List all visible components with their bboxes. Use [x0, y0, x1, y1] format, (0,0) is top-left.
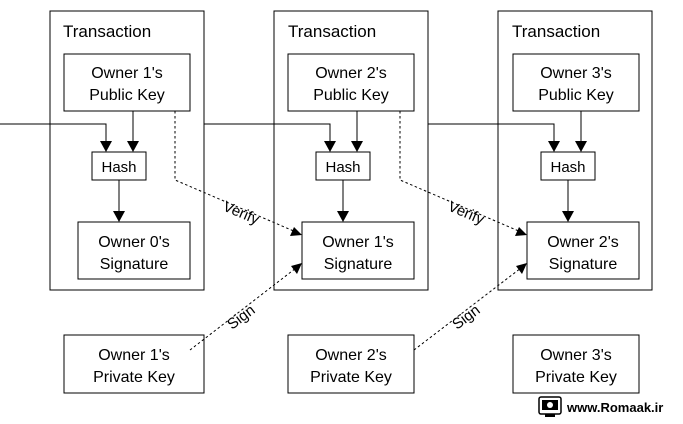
computer-icon — [538, 396, 562, 417]
watermark-text: www.Romaak.ir — [566, 400, 663, 415]
private-key-2-line-2: Private Key — [310, 369, 392, 386]
private-key-1-line-1: Owner 1's — [98, 347, 170, 364]
transaction-3-signature-line-2: Signature — [549, 256, 618, 273]
transaction-2-public-key-box — [287, 53, 415, 112]
arrowhead-sign-1 — [291, 263, 302, 274]
arrowhead-sign-2 — [516, 263, 527, 274]
chain-line-into-hash-2 — [204, 123, 331, 147]
hash-chain-lines — [0, 111, 587, 222]
transaction-3-title: Transaction — [512, 22, 600, 41]
sign-label-2: Sign — [449, 302, 483, 334]
transaction-1: Transaction Owner 1's Public Key Hash Ow… — [49, 10, 205, 291]
watermark: www.Romaak.ir — [538, 396, 663, 417]
arrowhead-hash-2-signature-1 — [337, 211, 349, 222]
chain-line-into-hash-3 — [428, 123, 555, 147]
private-key-3-line-2: Private Key — [535, 369, 617, 386]
transaction-2-signature-line-2: Signature — [324, 256, 393, 273]
private-key-1-box — [63, 334, 205, 394]
transaction-1-hash-label: Hash — [101, 159, 136, 176]
arrowhead-hash-1-signature-0 — [113, 211, 125, 222]
transaction-2-hash-label: Hash — [325, 159, 360, 176]
transaction-2-title: Transaction — [288, 22, 376, 41]
transaction-3: Transaction Owner 3's Public Key Hash Ow… — [497, 10, 653, 291]
transaction-1-public-key-box — [63, 53, 191, 112]
arrowhead-chain-hash-2 — [324, 141, 336, 152]
arrowhead-chain-hash-1 — [100, 141, 112, 152]
verify-lines: Verify Verify — [174, 111, 527, 236]
transaction-3-hash-box — [540, 151, 596, 181]
chain-line-into-hash-1 — [0, 123, 107, 147]
private-key-3-line-1: Owner 3's — [540, 347, 612, 364]
arrowhead-chain-hash-3 — [548, 141, 560, 152]
private-key-3-box — [512, 334, 640, 394]
transaction-2-public-key-line-1: Owner 2's — [315, 65, 387, 82]
sign-label-1: Sign — [224, 302, 258, 334]
transaction-1-public-key-line-1: Owner 1's — [91, 65, 163, 82]
arrowhead-hash-3-signature-2 — [562, 211, 574, 222]
arrowhead-verify-2 — [515, 227, 527, 236]
verify-label-1: Verify — [220, 198, 262, 229]
transaction-1-signature-line-1: Owner 0's — [98, 234, 170, 251]
private-key-1: Owner 1's Private Key — [63, 334, 205, 394]
private-key-2: Owner 2's Private Key — [287, 334, 415, 394]
private-key-2-line-1: Owner 2's — [315, 347, 387, 364]
verify-line-2 — [399, 111, 522, 233]
arrowhead-verify-1 — [290, 227, 302, 236]
verify-line-1 — [174, 111, 297, 233]
transaction-1-title: Transaction — [63, 22, 151, 41]
transaction-1-public-key-line-2: Public Key — [89, 87, 165, 104]
sign-line-2 — [413, 267, 522, 351]
private-key-1-line-2: Private Key — [93, 369, 175, 386]
arrowhead-pubkey-2-hash-2 — [351, 141, 363, 152]
transaction-3-public-key-box — [512, 53, 640, 112]
verify-label-2: Verify — [445, 198, 487, 229]
sign-line-1 — [189, 267, 297, 351]
private-key-3: Owner 3's Private Key — [512, 334, 640, 394]
transaction-2-signature-box — [301, 221, 415, 280]
transaction-3-signature-line-1: Owner 2's — [547, 234, 619, 251]
transaction-2-signature-line-1: Owner 1's — [322, 234, 394, 251]
arrowhead-pubkey-1-hash-1 — [127, 141, 139, 152]
private-key-2-box — [287, 334, 415, 394]
transaction-3-public-key-line-1: Owner 3's — [540, 65, 612, 82]
transaction-2-public-key-line-2: Public Key — [313, 87, 389, 104]
transaction-3-signature-box — [526, 221, 640, 280]
transaction-2: Transaction Owner 2's Public Key Hash Ow… — [273, 10, 429, 291]
transaction-1-signature-line-2: Signature — [100, 256, 169, 273]
transaction-3-public-key-line-2: Public Key — [538, 87, 614, 104]
transaction-1-signature-box — [77, 221, 191, 280]
arrowhead-pubkey-3-hash-3 — [575, 141, 587, 152]
transaction-3-hash-label: Hash — [550, 159, 585, 176]
